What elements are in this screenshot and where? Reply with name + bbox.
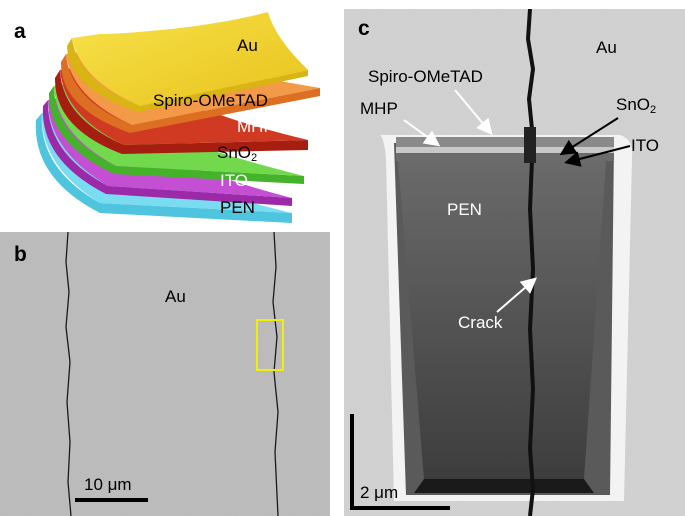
label-c-crack: Crack	[458, 313, 503, 332]
panel-b-letter: b	[14, 243, 27, 266]
crack-line-right	[272, 232, 279, 516]
sem-image-b	[0, 232, 330, 516]
label-c-ito: ITO	[631, 136, 660, 155]
label-c-mhp: MHP	[360, 99, 398, 118]
arrow-crack	[496, 277, 538, 313]
label-ito: ITO	[220, 171, 249, 190]
layer-stack-illustration	[35, 12, 321, 223]
arrow-spiro	[454, 89, 493, 136]
scale-bar-c-horizontal	[350, 506, 450, 510]
sem-texture-b	[0, 232, 330, 516]
arrow-mhp	[403, 119, 441, 147]
label-c-au: Au	[596, 38, 617, 57]
label-pen: PEN	[220, 198, 255, 217]
scale-bar-label-c: 2 μm	[360, 483, 399, 502]
panel-c-letter: c	[358, 17, 370, 40]
scale-bar-b	[75, 498, 148, 502]
label-c-pen: PEN	[447, 200, 482, 219]
panel-a-letter: a	[14, 20, 26, 43]
layer-ito	[42, 96, 292, 206]
label-b-au: Au	[165, 287, 186, 306]
label-c-sno2: SnO2	[616, 95, 657, 116]
scale-bar-c-vertical	[350, 414, 354, 509]
label-spiro-ometad: Spiro-OMeTAD	[153, 91, 268, 110]
sem-image-c	[344, 9, 685, 516]
label-mhp: MHP	[237, 117, 275, 136]
layer-au	[67, 12, 308, 112]
highlight-box	[256, 319, 284, 371]
scale-bar-label-b: 10 μm	[84, 475, 132, 494]
label-c-spiro: Spiro-OMeTAD	[368, 67, 483, 86]
layer-sno2	[48, 82, 304, 184]
label-sno2: SnO2	[217, 143, 258, 164]
crack-c	[525, 9, 536, 516]
sem-texture-c	[344, 9, 685, 516]
arrow-ito	[564, 145, 631, 167]
crack-line-left	[65, 232, 72, 516]
arrow-sno2	[559, 117, 619, 156]
label-au: Au	[237, 36, 258, 55]
